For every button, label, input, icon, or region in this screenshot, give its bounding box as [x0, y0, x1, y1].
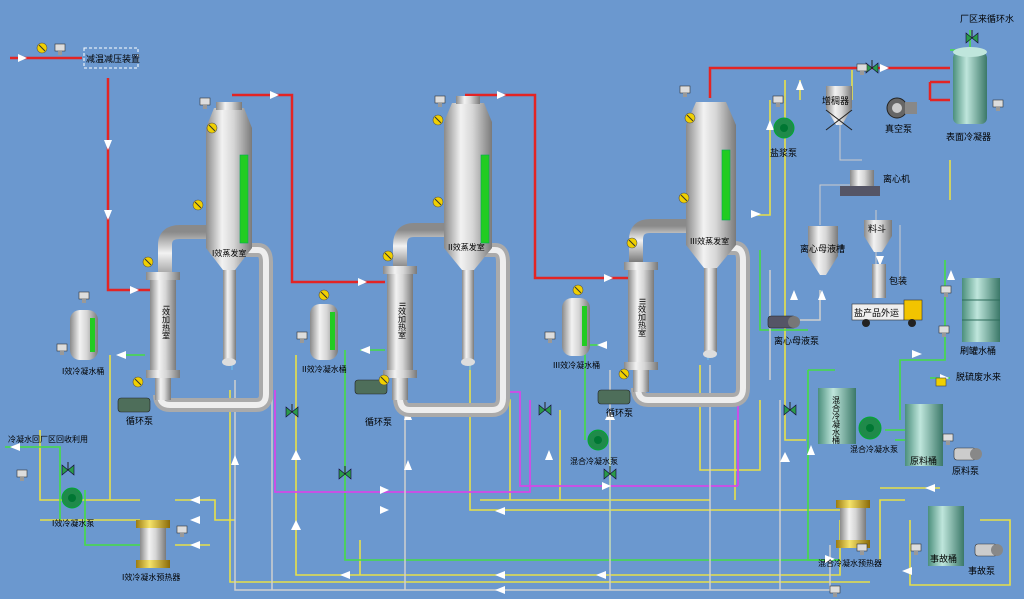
recovery-water-label: 冷凝水回厂区回收利用	[8, 434, 88, 444]
centrifuge: 离心机	[840, 170, 910, 196]
heater-2-label: II效加热室	[398, 302, 407, 339]
salt-pump-label: 盐浆泵	[770, 147, 797, 159]
cw1-pump-label: I效冷凝水泵	[52, 518, 94, 528]
heater-1-label: I效加热室	[162, 305, 171, 339]
plant-cooling-water-label: 厂区来循环水	[960, 13, 1014, 25]
condenser: 表面冷凝器 厂区来循环水	[946, 13, 1014, 143]
heater-1	[150, 280, 176, 370]
thickener: 增稠器	[822, 86, 853, 131]
preheater-1: I效冷凝水预热器	[122, 520, 180, 582]
mother-pump-label: 离心母液泵	[774, 335, 819, 347]
raw-tank-label: 原料桶	[910, 455, 937, 467]
raw-pump-label: 原料泵	[952, 465, 979, 477]
brush-tank: 刷罐水桶	[960, 278, 1000, 357]
desuperheater-label: 减温减压装置	[86, 53, 140, 65]
level-gauge	[239, 154, 249, 244]
mother-liquor-tank: 离心母液槽	[800, 226, 845, 275]
cooling-water-pipes	[5, 30, 971, 561]
hopper: 料斗	[864, 220, 892, 252]
mother-tank-label: 离心母液槽	[800, 243, 845, 255]
mixed-condensate-pump-3-label: 混合冷凝水泵	[570, 456, 618, 466]
hopper-label: 料斗	[868, 223, 886, 235]
evaporator-2-label: II效蒸发室	[448, 242, 485, 252]
effect-2: II效蒸发室 II效加热室 II效冷凝水桶 循环泵	[302, 96, 510, 428]
condenser-label: 表面冷凝器	[946, 131, 991, 143]
accident-tank-label: 事故桶	[930, 553, 957, 565]
desulfur-water-label: 脱硫废水来	[956, 371, 1001, 383]
effect-3: III效蒸发室 III效加热室 III效冷凝水桶 循环泵 混合冷凝水泵	[553, 102, 750, 466]
circulation-pump-2-label: 循环泵	[365, 416, 392, 428]
pump-icon[interactable]	[354, 379, 388, 395]
preheater-mixed: 混合冷凝水预热器	[818, 500, 882, 568]
mixed-condensate-pump[interactable]: 混合冷凝水泵	[850, 416, 898, 454]
pump-icon[interactable]	[117, 397, 151, 413]
salt-pump[interactable]: 盐浆泵	[770, 117, 797, 159]
brine-pipes	[234, 270, 831, 591]
flow-arrow-icon	[10, 80, 955, 594]
accident-pump[interactable]: 事故泵	[968, 543, 1003, 577]
condensate-tank-2-label: II效冷凝水桶	[302, 364, 347, 374]
circulation-pump-3-label: 循环泵	[606, 407, 633, 419]
heater-3	[628, 270, 654, 362]
vacuum-pump-label: 真空泵	[885, 123, 912, 135]
thickener-label: 增稠器	[822, 95, 849, 107]
heater-3-label: III效加热室	[638, 298, 647, 337]
pump-icon[interactable]	[597, 389, 631, 405]
brush-tank-label: 刷罐水桶	[960, 345, 996, 357]
cw1-hx-label: I效冷凝水预热器	[122, 572, 180, 582]
circulation-pump-1-label: 循环泵	[126, 415, 153, 427]
accident-pump-label: 事故泵	[968, 565, 995, 577]
level-gauge	[480, 154, 490, 244]
condensate-pump-1[interactable]: I效冷凝水泵	[52, 487, 94, 528]
mother-liquor-pipes	[274, 390, 739, 493]
condensate-recovery: 冷凝水回厂区回收利用	[8, 434, 88, 444]
mixed-condensate-tank: 混合冷凝水桶	[818, 388, 856, 445]
condensate-pipes	[39, 70, 1011, 586]
accident-tank: 事故桶	[928, 506, 964, 566]
truck-icon: 盐产品外运	[851, 299, 923, 327]
packing-machine: 包装	[872, 264, 907, 298]
condensate-tank-1-label: I效冷凝水桶	[62, 366, 104, 376]
evaporator-3-label: III效蒸发室	[690, 236, 729, 246]
level-gauge	[721, 149, 731, 221]
salt-truck-label: 盐产品外运	[854, 307, 899, 319]
mother-liquor-pump[interactable]: 离心母液泵	[767, 315, 819, 347]
mixed-hx-label: 混合冷凝水预热器	[818, 558, 882, 568]
raw-material-pump[interactable]: 原料泵	[952, 447, 982, 477]
raw-material-tank: 原料桶	[905, 404, 943, 467]
desulfurization-water: 脱硫废水来	[935, 371, 1001, 387]
packing-label: 包装	[889, 275, 907, 287]
effect-1: I效蒸发室 I效加热室 I效冷凝水桶 循环泵	[62, 102, 273, 427]
centrifuge-label: 离心机	[883, 173, 910, 185]
vacuum-pump[interactable]: 真空泵	[885, 97, 917, 135]
condensate-tank-3-label: III效冷凝水桶	[553, 360, 600, 370]
evaporator-1-label: I效蒸发室	[212, 248, 246, 258]
mixed-pump-label: 混合冷凝水泵	[850, 444, 898, 454]
desuperheater: 减温减压装置	[36, 42, 140, 69]
mixed-tank-label: 混合冷凝水桶	[832, 396, 841, 445]
heater-2	[387, 274, 413, 370]
